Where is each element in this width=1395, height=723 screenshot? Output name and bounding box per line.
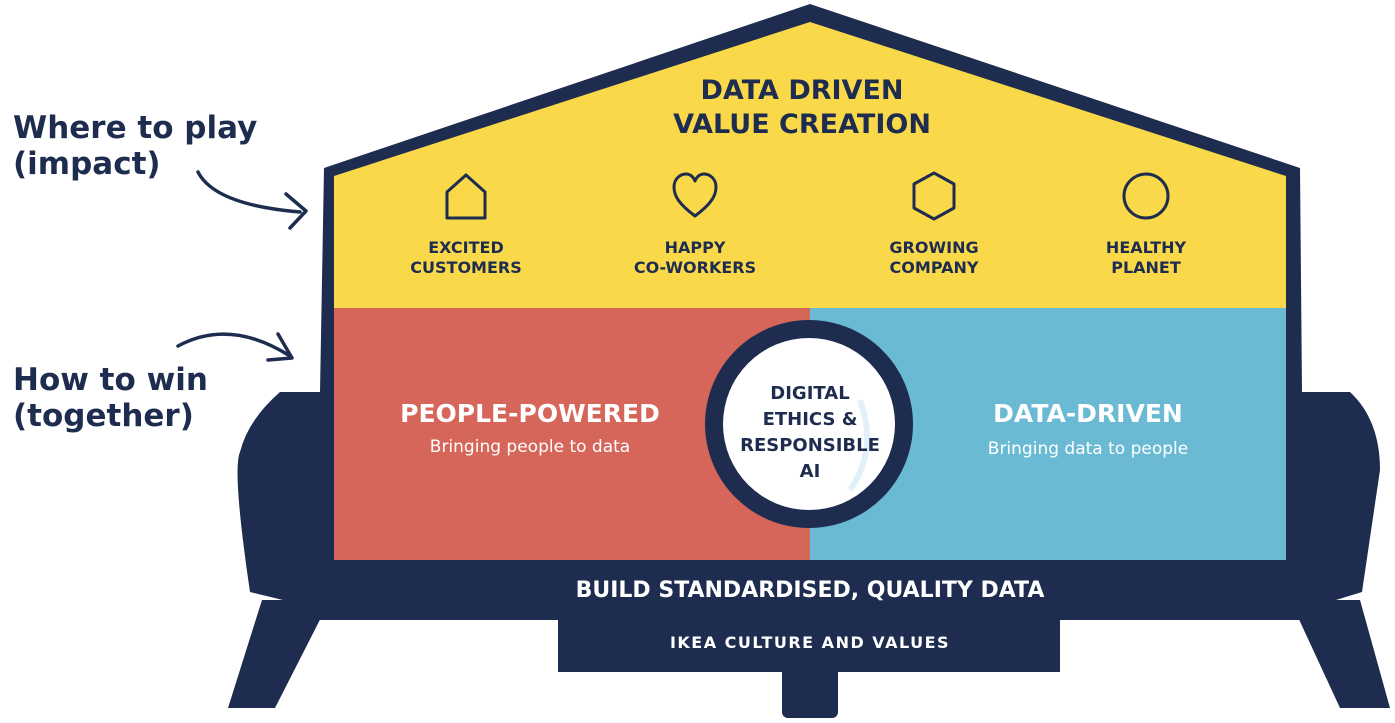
people-powered-subtitle: Bringing people to data [429,437,631,457]
ethics-circle [723,338,895,510]
ethics-circle-shine [847,398,871,492]
arrow-where [196,170,302,214]
arrow-how [176,332,292,358]
impact-line1: HEALTHY [1105,238,1187,257]
how-line2: (together) [13,398,194,434]
how-line1: How to win [13,362,208,398]
impact-line1: EXCITED [428,238,504,257]
roof-title: DATA DRIVEN VALUE CREATION [602,74,1002,142]
impact-line2: CUSTOMERS [410,258,522,277]
roof-panel [334,22,1286,308]
hexagon-icon [912,171,956,221]
data-driven-subtitle: Bringing data to people [987,439,1189,459]
impact-growing-company: GROWING COMPANY [834,170,1034,278]
data-driven-title: DATA-DRIVEN [993,399,1183,428]
impact-excited-customers: EXCITED CUSTOMERS [366,170,566,278]
heart-icon [672,172,718,218]
arrowhead-how [266,332,294,362]
people-powered-title: PEOPLE-POWERED [400,399,660,428]
house-icon [445,173,487,220]
foundation-label: BUILD STANDARDISED, QUALITY DATA [575,578,1045,603]
ethics-line1: DIGITAL [770,383,850,404]
impact-line2: COMPANY [889,258,979,277]
impact-line1: HAPPY [664,238,726,257]
ethics-line2: ETHICS & [762,409,858,430]
roof-title-line1: DATA DRIVEN [700,75,904,106]
where-line2: (impact) [13,146,161,182]
impact-happy-co-workers: HAPPY CO-WORKERS [595,170,795,278]
roof-title-line2: VALUE CREATION [673,109,931,140]
left-foot [228,600,330,708]
where-line1: Where to play [13,110,258,146]
ethics-line4: AI [799,461,821,482]
circle-icon [1122,172,1170,220]
culture-label: IKEA CULTURE AND VALUES [669,633,951,652]
ethics-circle-text: DIGITAL ETHICS & RESPONSIBLE AI [725,381,895,485]
impact-line2: PLANET [1111,258,1181,277]
where-to-play-label: Where to play (impact) [13,110,257,182]
impact-line1: GROWING [889,238,979,257]
impact-healthy-planet: HEALTHY PLANET [1046,170,1246,278]
ethics-line3: RESPONSIBLE [740,435,880,456]
right-foot [1290,600,1390,708]
arrowhead-where [284,192,308,230]
how-to-win-label: How to win (together) [13,362,208,434]
impact-line2: CO-WORKERS [633,258,757,277]
